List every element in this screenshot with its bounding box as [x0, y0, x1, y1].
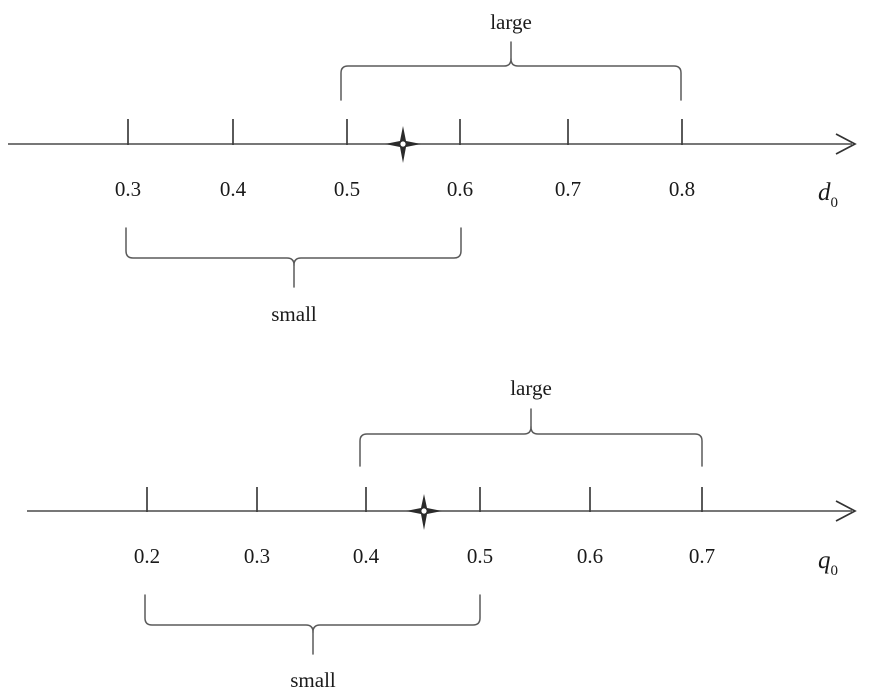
axis-name-d0-letter: d [818, 179, 831, 206]
brace-small-d0-label: small [271, 302, 317, 326]
brace-large-q0-path [359, 426, 703, 467]
brace-large-q0-label: large [510, 376, 552, 400]
brace-large-d0-label: large [490, 10, 532, 34]
axis-name-d0-sub: 0 [831, 195, 839, 211]
tick-label-q0-4: 0.6 [577, 544, 603, 568]
tick-label-q0-1: 0.3 [244, 544, 270, 568]
tick-label-d0-2: 0.5 [334, 177, 360, 201]
brace-small-q0-path [144, 594, 481, 633]
tick-label-q0-2: 0.4 [353, 544, 380, 568]
axis-name-q0-letter: q [818, 547, 831, 574]
axis-arrow-d0 [835, 133, 857, 155]
brace-large-d0: large [340, 10, 682, 101]
marker-star-d0 [385, 126, 421, 163]
axis-name-d0: d0 [818, 179, 838, 211]
brace-small-d0-path [125, 227, 462, 266]
tick-label-d0-4: 0.7 [555, 177, 581, 201]
tick-label-d0-3: 0.6 [447, 177, 473, 201]
marker-star-q0 [406, 494, 442, 530]
tick-label-q0-0: 0.2 [134, 544, 160, 568]
axis-group-q0: large 0.2 0.3 0.4 0.5 0.6 0.7 [27, 376, 857, 692]
tick-label-d0-0: 0.3 [115, 177, 141, 201]
tick-label-d0-1: 0.4 [220, 177, 247, 201]
brace-large-d0-path [340, 58, 682, 101]
axis-name-q0: q0 [818, 547, 838, 579]
axis-name-q0-sub: 0 [831, 563, 839, 579]
tick-label-q0-5: 0.7 [689, 544, 715, 568]
brace-small-q0-label: small [290, 668, 336, 692]
brace-small-q0: small [144, 594, 481, 692]
brace-large-q0: large [359, 376, 703, 467]
tick-label-d0-5: 0.8 [669, 177, 695, 201]
marker-star-q0-center [421, 508, 427, 514]
tick-label-q0-3: 0.5 [467, 544, 493, 568]
axis-group-d0: large 0.3 0.4 0.5 0.6 0.7 0.8 [8, 10, 857, 326]
marker-star-d0-center [400, 141, 406, 147]
brace-small-d0: small [125, 227, 462, 326]
axis-arrow-q0 [835, 500, 857, 522]
